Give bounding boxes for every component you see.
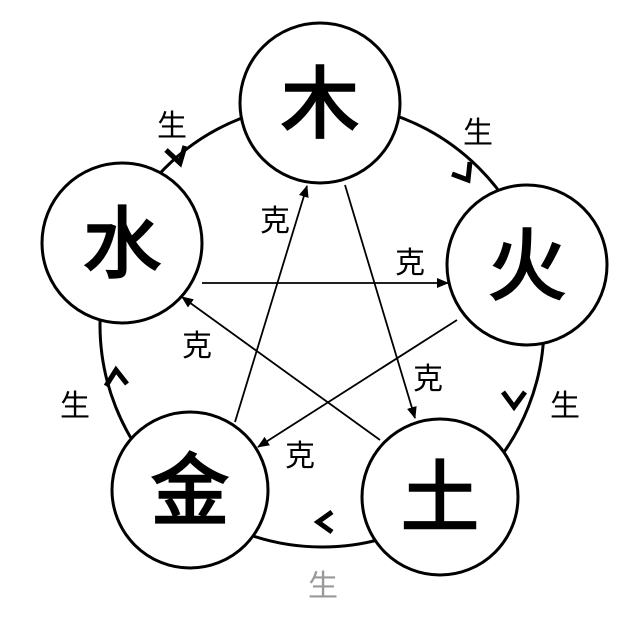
arrowhead-water-wood	[164, 145, 188, 168]
metal-circle	[110, 410, 270, 570]
generate-label-earth-metal: 生	[308, 569, 338, 604]
control-wood-earth	[344, 184, 417, 419]
control-label-fire-metal: 克	[285, 439, 315, 474]
arrowhead-wood-fire	[451, 161, 473, 184]
control-earth-water	[181, 296, 381, 441]
generating-arrowheads	[103, 145, 528, 535]
arrowhead-earth-metal	[313, 509, 334, 535]
earth-circle	[360, 417, 520, 577]
water-label: 水	[83, 200, 162, 290]
wood-label: 木	[281, 60, 359, 150]
generate-label-wood-fire: 生	[463, 116, 493, 151]
wood-circle	[238, 21, 402, 185]
fire-circle	[445, 183, 609, 347]
fire-label: 火	[488, 222, 566, 312]
earth-label: 土	[401, 454, 479, 544]
control-fire-metal	[257, 319, 458, 448]
generate-label-fire-earth: 生	[550, 389, 580, 424]
control-label-metal-wood: 克	[260, 204, 290, 239]
water-circle	[40, 161, 204, 325]
control-metal-wood	[234, 185, 309, 423]
control-label-earth-water: 克	[182, 329, 212, 364]
control-label-wood-earth: 克	[413, 362, 443, 397]
control-label-water-fire: 克	[395, 246, 425, 281]
arrowhead-fire-earth	[500, 390, 528, 412]
generate-label-metal-water: 生	[60, 389, 90, 424]
arrowhead-metal-water	[103, 365, 129, 388]
metal-label: 金	[150, 447, 230, 537]
generate-label-water-wood: 生	[157, 109, 187, 144]
